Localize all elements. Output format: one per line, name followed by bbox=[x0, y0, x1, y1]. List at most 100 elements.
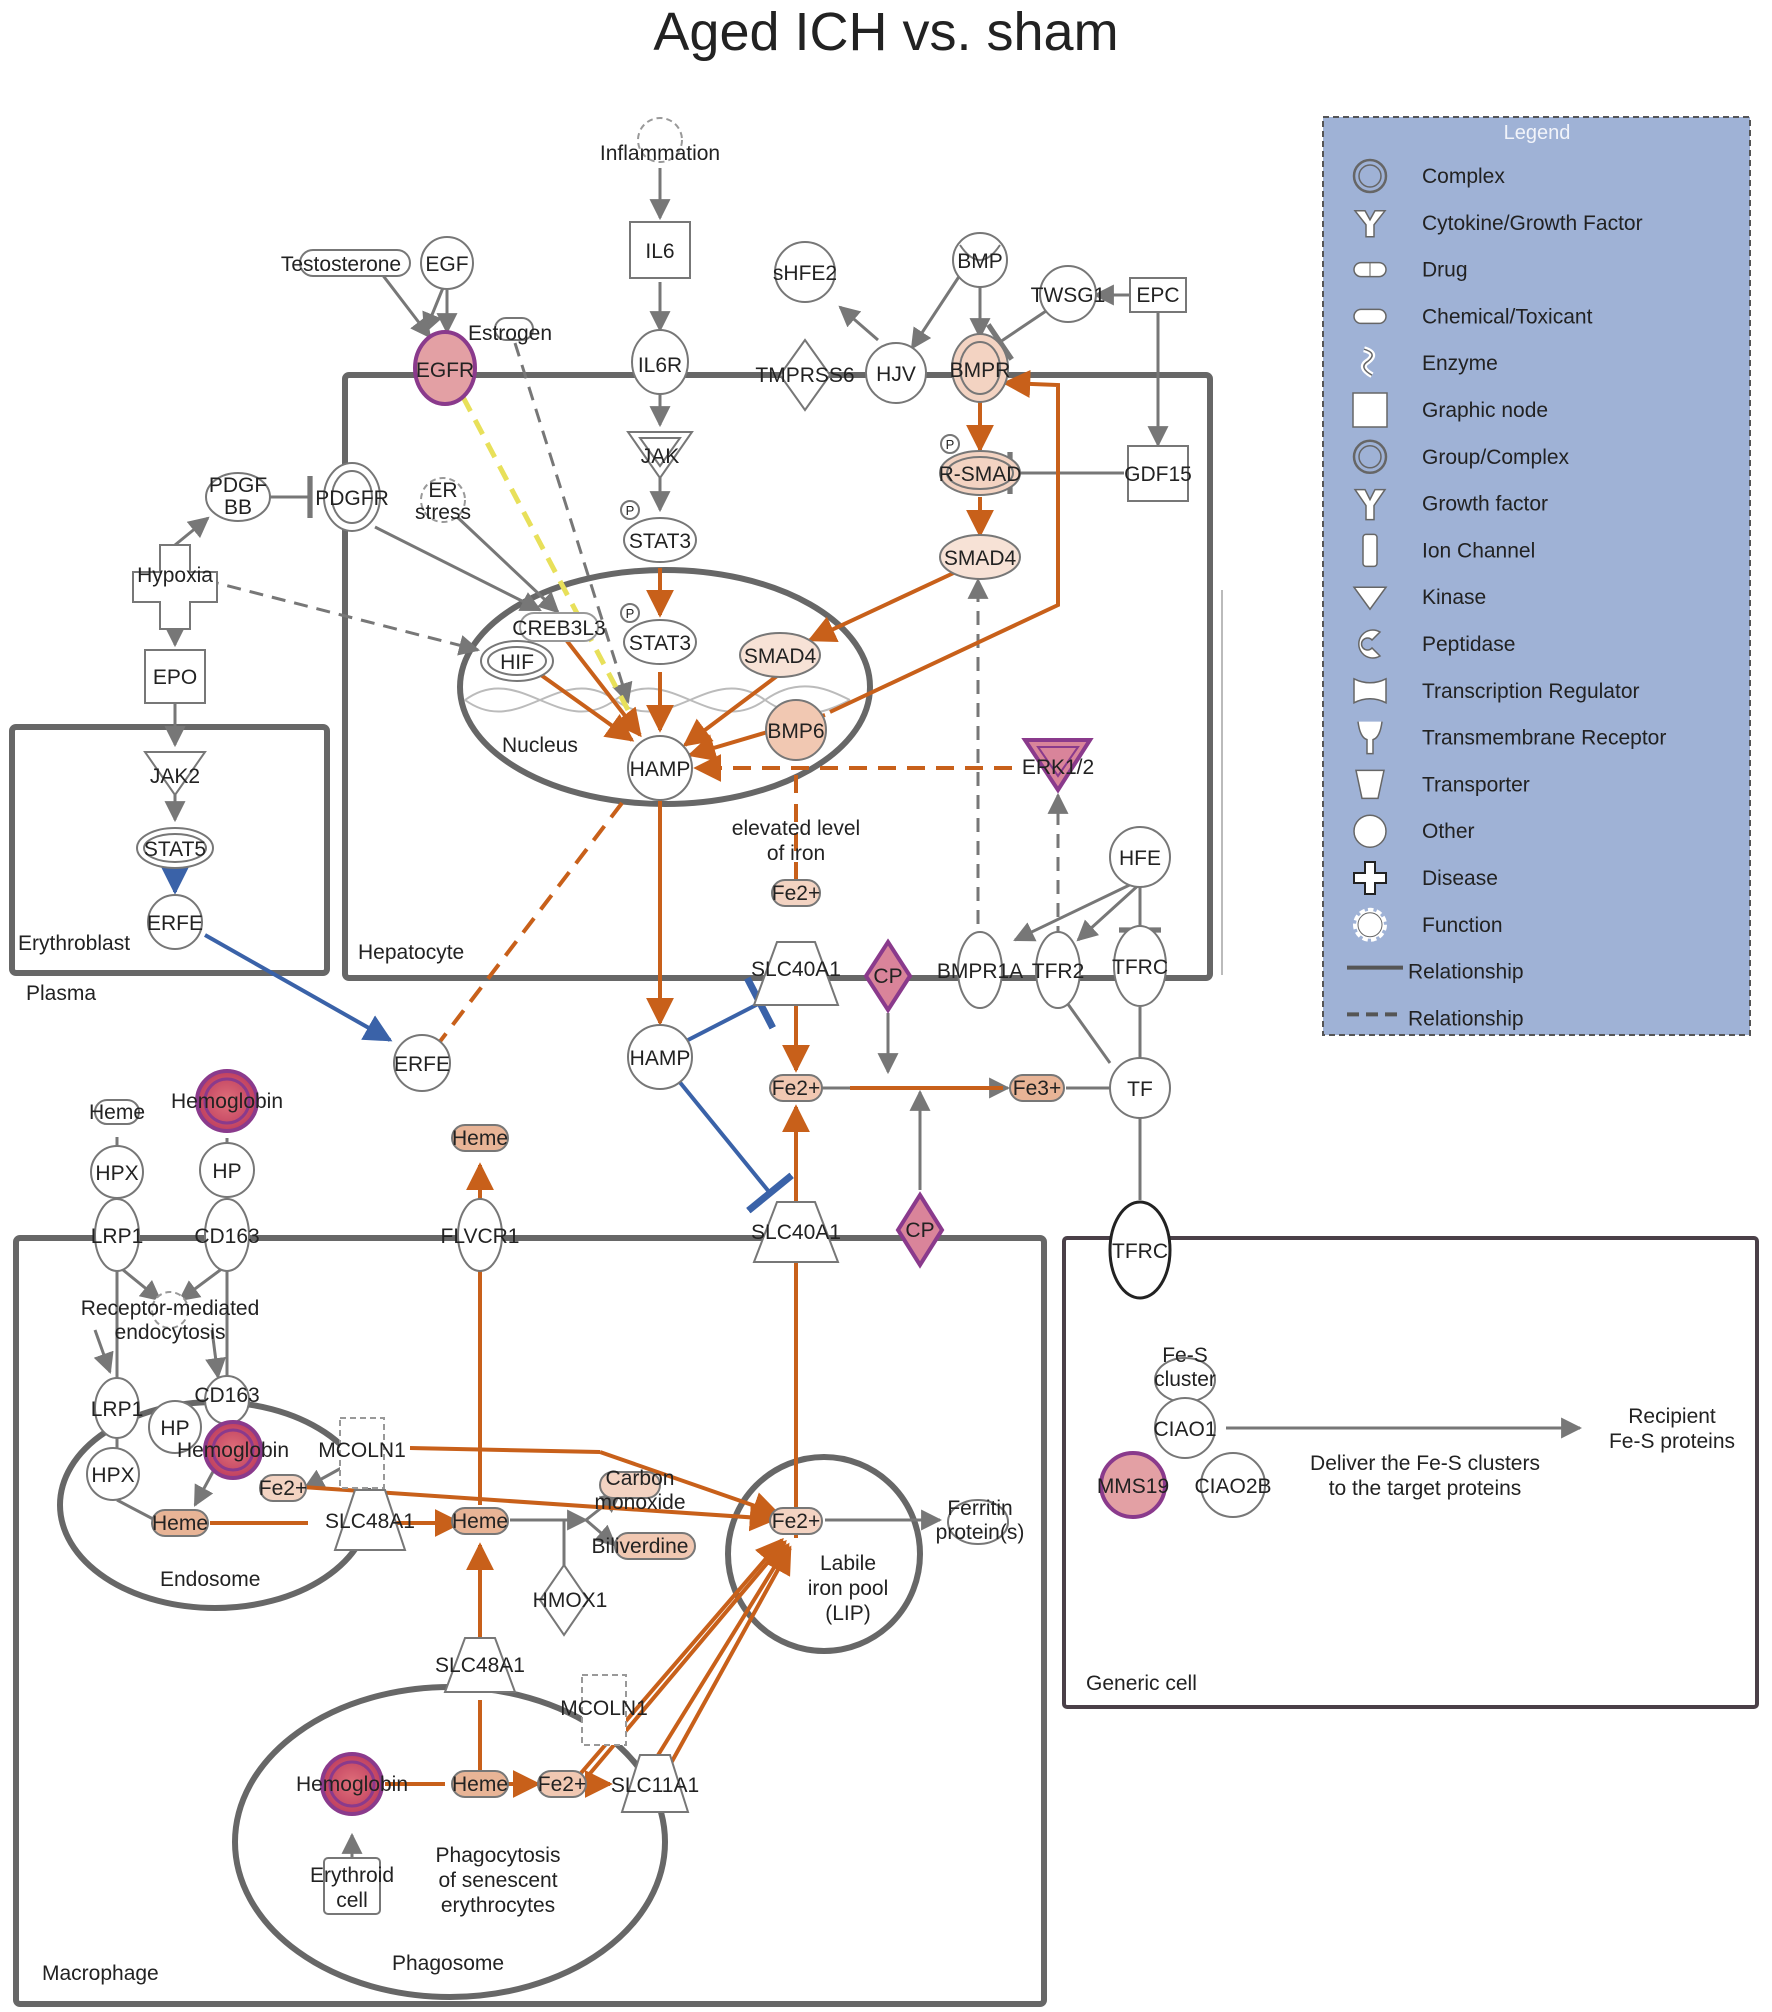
legend-item-label: Relationship bbox=[1408, 961, 1524, 984]
erk-node[interactable]: ERK1/2 bbox=[1021, 738, 1094, 794]
il6-node[interactable]: IL6 bbox=[629, 221, 691, 279]
testosterone-node[interactable]: Testosterone bbox=[281, 249, 411, 277]
flvcr1-node[interactable]: FLVCR1 bbox=[441, 1198, 520, 1272]
hamp-nuclear-node[interactable]: HAMP bbox=[627, 735, 693, 801]
fe2-hepatocyte-label: Fe2+ bbox=[772, 882, 820, 905]
bmpr-node[interactable]: BMPR bbox=[950, 333, 1011, 403]
slc48a1-phagosome-node[interactable]: SLC48A1 bbox=[435, 1637, 525, 1693]
biliverdine-label: Biliverdine bbox=[592, 1535, 689, 1558]
egfr-node[interactable]: EGFR bbox=[413, 330, 477, 406]
erfe-node[interactable]: ERFE bbox=[147, 894, 203, 950]
fe3-label: Fe3+ bbox=[1013, 1077, 1061, 1100]
tfrc-generic-node[interactable]: TFRC bbox=[1108, 1200, 1172, 1300]
fe2-lip-node[interactable]: Fe2+ bbox=[769, 1507, 823, 1535]
hif-node[interactable]: HIF bbox=[480, 640, 554, 682]
inflammation-node[interactable]: Inflammation bbox=[600, 117, 720, 165]
hemoglobin-phagosome-node[interactable]: Hemoglobin bbox=[296, 1752, 408, 1816]
hypoxia-node[interactable]: Hypoxia bbox=[132, 544, 218, 630]
tmprss6-node[interactable]: TMPRSS6 bbox=[755, 338, 855, 412]
gdf15-node[interactable]: GDF15 bbox=[1124, 445, 1192, 502]
bmp6-node[interactable]: BMP6 bbox=[765, 699, 827, 761]
jak2-node[interactable]: JAK2 bbox=[143, 751, 207, 797]
cd163-endosome-node[interactable]: CD163 bbox=[194, 1375, 260, 1425]
fe2-hepatocyte-node[interactable]: Fe2+ bbox=[771, 879, 821, 907]
fe2-plasma-node[interactable]: Fe2+ bbox=[769, 1074, 823, 1102]
pdgfr-node[interactable]: PDGFR bbox=[315, 462, 389, 532]
hjv-node[interactable]: HJV bbox=[865, 342, 927, 404]
il6r-node[interactable]: IL6R bbox=[631, 329, 689, 395]
cp-node[interactable]: CP bbox=[863, 938, 913, 1014]
smad4-nuclear-node[interactable]: SMAD4 bbox=[739, 632, 821, 678]
epc-node[interactable]: EPC bbox=[1129, 277, 1187, 313]
generic-cell-compartment bbox=[1062, 1236, 1759, 1709]
stat3-node[interactable]: P STAT3 bbox=[620, 500, 697, 563]
creb3l3-node[interactable]: CREB3L3 bbox=[512, 612, 606, 642]
smad4-nuclear-label: SMAD4 bbox=[744, 645, 817, 668]
erfe-plasma-node[interactable]: ERFE bbox=[393, 1034, 451, 1092]
biliverdine-node[interactable]: Biliverdine bbox=[592, 1532, 696, 1560]
mms19-node[interactable]: MMS19 bbox=[1097, 1451, 1169, 1519]
legend-item-label: Function bbox=[1422, 914, 1503, 937]
cd163-node[interactable]: CD163 bbox=[194, 1198, 260, 1272]
egf-node[interactable]: EGF bbox=[420, 236, 474, 290]
lrp1-endosome-label: LRP1 bbox=[91, 1398, 144, 1421]
cp-plasma-node[interactable]: CP bbox=[895, 1191, 945, 1269]
fe2-phagosome-node[interactable]: Fe2+ bbox=[537, 1770, 587, 1798]
hfe-node[interactable]: HFE bbox=[1109, 826, 1171, 888]
hpx-endosome-node[interactable]: HPX bbox=[86, 1447, 140, 1501]
hemoglobin-endosome-node[interactable]: Hemoglobin bbox=[177, 1420, 289, 1480]
hamp-plasma-node[interactable]: HAMP bbox=[627, 1024, 693, 1090]
heme-cytosol-node[interactable]: Heme bbox=[451, 1507, 509, 1535]
nucleus-compartment bbox=[457, 567, 873, 807]
tf-node[interactable]: TF bbox=[1109, 1057, 1171, 1119]
epo-node[interactable]: EPO bbox=[144, 649, 206, 704]
bmp-label: BMP bbox=[957, 250, 1003, 273]
tfrc-node[interactable]: TFRC bbox=[1112, 925, 1168, 1007]
fe3-node[interactable]: Fe3+ bbox=[1009, 1074, 1065, 1102]
slc11a1-node[interactable]: SLC11A1 bbox=[611, 1754, 699, 1813]
slc48a1-endosome-label: SLC48A1 bbox=[325, 1510, 415, 1533]
ciao2b-node[interactable]: CIAO2B bbox=[1194, 1452, 1272, 1518]
smad4-node[interactable]: SMAD4 bbox=[939, 534, 1021, 580]
legend-item: Peptidase bbox=[1358, 629, 1515, 659]
bmpr1a-node[interactable]: BMPR1A bbox=[937, 931, 1023, 1009]
hp-node[interactable]: HP bbox=[199, 1142, 255, 1198]
estrogen-node[interactable]: Estrogen bbox=[468, 317, 552, 345]
fe2-endosome-node[interactable]: Fe2+ bbox=[259, 1474, 307, 1502]
stat3-nuclear-node[interactable]: P STAT3 bbox=[620, 603, 697, 665]
endosome-label: Endosome bbox=[160, 1568, 260, 1591]
bmp-node[interactable]: BMP bbox=[952, 232, 1008, 288]
mcoln1-endosome-node[interactable]: MCOLN1 bbox=[318, 1417, 406, 1489]
heme-phagosome-node[interactable]: Heme bbox=[451, 1770, 509, 1798]
twsg1-node[interactable]: TWSG1 bbox=[1031, 265, 1106, 323]
hmox1-node[interactable]: HMOX1 bbox=[533, 1563, 608, 1637]
hemoglobin-top-node[interactable]: Hemoglobin bbox=[171, 1069, 283, 1133]
tfr2-node[interactable]: TFR2 bbox=[1032, 931, 1085, 1009]
heme-endosome-label: Heme bbox=[152, 1512, 208, 1535]
stat5-node[interactable]: STAT5 bbox=[136, 827, 214, 869]
r-smad-node[interactable]: P R-SMAD bbox=[939, 434, 1022, 496]
slc48a1-endosome-node[interactable]: SLC48A1 bbox=[325, 1489, 415, 1551]
jak-node[interactable]: JAK bbox=[626, 431, 694, 480]
heme-top-node[interactable]: Heme bbox=[451, 1124, 509, 1152]
shfe2-node[interactable]: sHFE2 bbox=[773, 241, 837, 303]
heme-endosome-node[interactable]: Heme bbox=[151, 1509, 209, 1537]
ciao1-node[interactable]: CIAO1 bbox=[1153, 1397, 1217, 1459]
hp-endosome-node[interactable]: HP bbox=[148, 1400, 202, 1454]
hpx-node[interactable]: HPX bbox=[90, 1145, 144, 1199]
slc40a1-macrophage-node[interactable]: SLC40A1 bbox=[751, 1201, 841, 1263]
mcoln1-phagosome-node[interactable]: MCOLN1 bbox=[560, 1674, 648, 1746]
heme-free-node[interactable]: Heme bbox=[89, 1099, 145, 1125]
slc40a1-hepatocyte-node[interactable]: SLC40A1 bbox=[751, 941, 841, 1006]
lrp1-node[interactable]: LRP1 bbox=[91, 1198, 144, 1272]
bmpr1a-label: BMPR1A bbox=[937, 960, 1023, 983]
lrp1-endosome-node[interactable]: LRP1 bbox=[91, 1377, 144, 1439]
